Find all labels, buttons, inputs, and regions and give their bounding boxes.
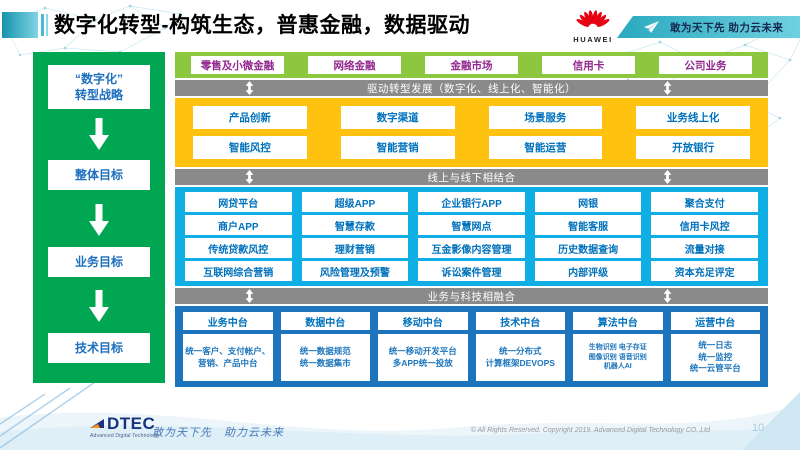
- middle-platform-detail: 生物识别 电子存证 图像识别 语音识别 机器人AI: [573, 334, 663, 381]
- platform-row: 商户APP 智慧存款智慧网点智能客服信用卡风控: [185, 215, 758, 235]
- business-line-box: 网络金融: [308, 56, 401, 74]
- capability-box: 数字渠道: [340, 106, 455, 129]
- platform-box: 互金影像内容管理: [418, 238, 525, 258]
- business-lines-row: 零售及小微金融 网络金融 金融市场 信用卡 公司业务: [175, 52, 768, 78]
- platform-row: 互联网综合营销风险管理及预警诉讼案件管理内部评级资本充足评定: [185, 261, 758, 281]
- platform-box: 智慧网点: [418, 215, 525, 235]
- middle-platform-detail: 统一分布式 计算框架DEVOPS: [475, 334, 565, 381]
- platform-box: 诉讼案件管理: [418, 261, 525, 281]
- platform-box: 智能客服: [534, 215, 642, 235]
- middle-platform-section: 业务中台 统一客户、支付帐户、营销、产品中台 数据中台 统一数据规范 统一数据集…: [175, 306, 768, 387]
- middle-platform-detail: 统一客户、支付帐户、营销、产品中台: [183, 334, 273, 381]
- transform-driver-bar: 驱动转型发展（数字化、线上化、智能化）: [175, 80, 768, 96]
- capability-box: 智能风控: [193, 136, 307, 159]
- double-arrow-icon: [663, 170, 672, 184]
- page-title: 数字化转型-构筑生态，普惠金融，数据驱动: [54, 14, 470, 37]
- strategy-sidebar: “数字化” 转型战略 整体目标 业务目标 技术目标: [33, 52, 165, 383]
- platform-box: 资本充足评定: [651, 261, 758, 281]
- platform-section: 网贷平台超级APP 企业银行APP 网银聚合支付 商户APP 智慧存款智慧网点智能客服…: [175, 187, 768, 286]
- platform-box: 理财营销: [301, 238, 409, 258]
- business-line-box: 公司业务: [659, 56, 752, 74]
- middle-platform-column: 算法中台 生物识别 电子存证 图像识别 语音识别 机器人AI: [573, 312, 663, 381]
- double-arrow-icon: [245, 81, 254, 95]
- middle-platform-column: 数据中台 统一数据规范 统一数据集市: [280, 312, 370, 381]
- middle-platform-detail: 统一数据规范 统一数据集市: [280, 334, 370, 381]
- platform-box: 信用卡风控: [651, 215, 758, 235]
- business-tech-label: 业务与科技相融合: [427, 290, 516, 303]
- middle-platform-title: 移动中台: [378, 312, 468, 330]
- dtec-subtext: Advanced Digital Technology: [90, 433, 160, 439]
- down-arrow-icon: [89, 204, 109, 236]
- middle-platform-title: 运营中台: [670, 312, 760, 330]
- dtec-logo-icon: [90, 419, 104, 428]
- title-accent-bar: [2, 12, 38, 38]
- dtec-wordmark: DTEC: [107, 414, 156, 433]
- down-arrow-icon: [89, 118, 109, 150]
- platform-box: 企业银行APP: [418, 192, 525, 212]
- middle-platform-column: 技术中台 统一分布式 计算框架DEVOPS: [475, 312, 565, 381]
- capability-section: 产品创新 数字渠道 场景服务 业务线上化 智能风控 智能营销 智能运营 开放银行: [175, 98, 768, 167]
- capability-box: 场景服务: [488, 106, 603, 129]
- platform-box: 风险管理及预警: [301, 261, 409, 281]
- down-arrow-icon: [89, 290, 109, 322]
- online-offline-label: 线上与线下相结合: [427, 171, 516, 184]
- business-tech-bar: 业务与科技相融合: [175, 288, 768, 304]
- platform-box: 传统贷款风控: [185, 238, 292, 258]
- double-arrow-icon: [663, 81, 672, 95]
- capability-box: 智能运营: [488, 136, 603, 159]
- sidebar-step-overall-goal: 整体目标: [48, 160, 150, 190]
- platform-box: 商户APP: [185, 215, 292, 235]
- middle-platform-title: 数据中台: [280, 312, 370, 330]
- banner-slogan-text: 敢为天下先 助力云未来: [670, 21, 784, 34]
- middle-platform-title: 业务中台: [183, 312, 273, 330]
- platform-box: 网贷平台: [185, 192, 292, 212]
- business-line-box: 信用卡: [542, 56, 635, 74]
- platform-box: 聚合支付: [651, 192, 758, 212]
- platform-box: 超级APP: [301, 192, 409, 212]
- double-arrow-icon: [245, 289, 254, 303]
- paper-plane-icon: [643, 21, 660, 33]
- platform-box: 智慧存款: [301, 215, 409, 235]
- huawei-logo: HUAWEI: [568, 3, 618, 44]
- middle-platform-column: 运营中台 统一日志 统一监控 统一云管平台: [670, 312, 760, 381]
- title-accent-stripe: [46, 14, 48, 36]
- double-arrow-icon: [663, 289, 672, 303]
- business-line-box: 金融市场: [425, 56, 518, 74]
- business-line-box: 零售及小微金融: [191, 56, 284, 74]
- sidebar-step-business-goal: 业务目标: [48, 247, 150, 277]
- middle-platform-detail: 统一日志 统一监控 统一云管平台: [670, 334, 760, 381]
- platform-box: 网银: [534, 192, 642, 212]
- platform-box: 流量对接: [651, 238, 758, 258]
- copyright-text: © All Rights Reserved. Copyright 2019. A…: [470, 427, 710, 434]
- dtec-logo: DTEC Advanced Digital Technology: [88, 415, 208, 439]
- middle-platform-column: 业务中台 统一客户、支付帐户、营销、产品中台: [183, 312, 273, 381]
- platform-box: 历史数据查询: [534, 238, 642, 258]
- online-offline-bar: 线上与线下相结合: [175, 169, 768, 185]
- platform-box: 互联网综合营销: [185, 261, 292, 281]
- capability-box: 开放银行: [636, 136, 750, 159]
- capability-box: 业务线上化: [636, 106, 750, 129]
- platform-row: 网贷平台超级APP 企业银行APP 网银聚合支付: [185, 192, 758, 212]
- sidebar-step-tech-goal: 技术目标: [48, 333, 150, 363]
- middle-platform-title: 算法中台: [573, 312, 663, 330]
- middle-platform-title: 技术中台: [475, 312, 565, 330]
- transform-driver-label: 驱动转型发展（数字化、线上化、智能化）: [367, 82, 576, 95]
- huawei-wordmark: HUAWEI: [573, 35, 613, 44]
- middle-platform-column: 移动中台 统一移动开发平台 多APP统一投放: [378, 312, 468, 381]
- huawei-flower-icon: [576, 10, 610, 27]
- platform-row: 传统贷款风控理财营销互金影像内容管理历史数据查询流量对接: [185, 238, 758, 258]
- platform-box: 内部评级: [534, 261, 642, 281]
- page-number: 10: [752, 422, 765, 434]
- capability-box: 产品创新: [193, 106, 307, 129]
- title-accent-stripe: [41, 14, 44, 36]
- footer-slogan: 敢为天下先 助力云未来: [152, 427, 284, 439]
- slogan-banner: 敢为天下先 助力云未来: [617, 16, 800, 38]
- capability-box: 智能营销: [340, 136, 455, 159]
- double-arrow-icon: [245, 170, 254, 184]
- middle-platform-detail: 统一移动开发平台 多APP统一投放: [378, 334, 468, 381]
- capability-row: 智能风控 智能营销 智能运营 开放银行: [193, 136, 750, 159]
- capability-row: 产品创新 数字渠道 场景服务 业务线上化: [193, 106, 750, 129]
- sidebar-step-strategy: “数字化” 转型战略: [48, 65, 150, 109]
